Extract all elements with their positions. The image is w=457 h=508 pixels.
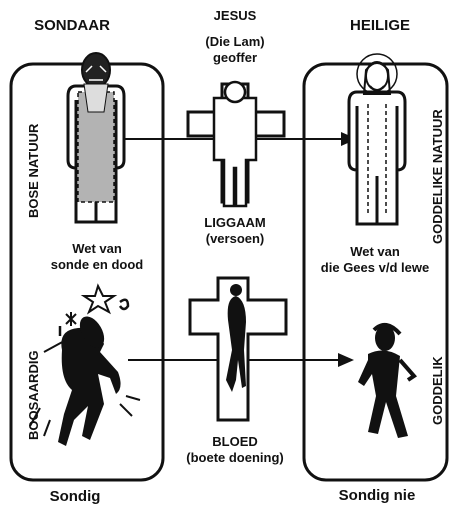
saint-figure xyxy=(349,54,405,224)
jesus-body-figure xyxy=(188,82,284,206)
sinner-heading: SONDAAR xyxy=(18,17,126,34)
jesus-heading: JESUS xyxy=(180,8,290,23)
law-spirit-line2: die Gees v/d lewe xyxy=(306,260,444,275)
saint-heading: HEILIGE xyxy=(330,17,430,34)
atone-label: (versoen) xyxy=(180,231,290,246)
godly-label: GODDELIK xyxy=(430,356,445,425)
lamb-label: (Die Lam) xyxy=(180,34,290,49)
divine-nature-label: GODDELIKE NATUUR xyxy=(430,109,445,244)
evil-nature-label: BOSE NATUUR xyxy=(26,124,41,218)
sinner-figure xyxy=(68,53,124,222)
happy-figure xyxy=(358,325,414,438)
penance-label: (boete doening) xyxy=(170,450,300,465)
cross-figure xyxy=(190,278,286,420)
law-spirit-line1: Wet van xyxy=(306,244,444,259)
sacrificed-label: geoffer xyxy=(180,50,290,65)
law-sin-death-line2: sonde en dood xyxy=(36,257,158,272)
law-sin-death-line1: Wet van xyxy=(36,241,158,256)
lower-arrowhead xyxy=(338,353,354,367)
sins-footer: Sondig xyxy=(20,488,130,505)
sins-not-footer: Sondig nie xyxy=(322,487,432,504)
angry-figure xyxy=(30,286,140,446)
body-label: LIGGAAM xyxy=(180,215,290,230)
malicious-label: BOOSAARDIG xyxy=(26,350,41,440)
blood-label: BLOED xyxy=(170,434,300,449)
